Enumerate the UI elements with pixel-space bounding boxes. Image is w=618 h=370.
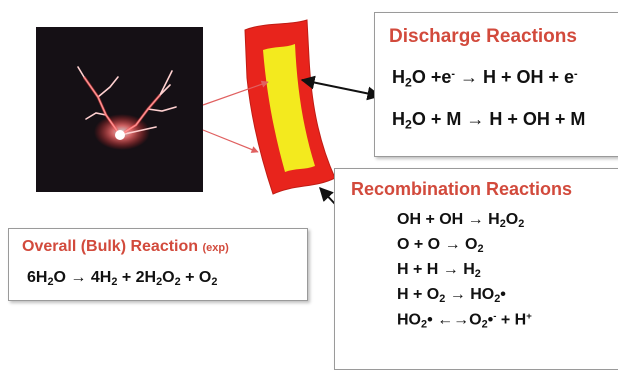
reaction-zone-ribbon [244, 19, 336, 195]
recombination-equation-4: H + O2 → HO2• [397, 286, 506, 306]
overall-equation: 6H2O → 4H2 + 2H2O2 + O2 [27, 269, 218, 289]
overall-reaction-box: Overall (Bulk) Reaction (exp) 6H2O → 4H2… [8, 228, 308, 301]
discharge-title: Discharge Reactions [389, 26, 577, 47]
discharge-reactions-box: Discharge Reactions H2O +e- → H + OH + e… [374, 12, 618, 157]
recombination-equation-5: HO2• ←→O2•- + H+ [397, 311, 532, 331]
recombination-reactions-box: Recombination Reactions OH + OH → H2O2 O… [334, 168, 618, 370]
plasma-discharge-image [77, 66, 177, 150]
recombination-equation-1: OH + OH → H2O2 [397, 211, 525, 231]
recombination-equation-3: H + H → H2 [397, 261, 481, 281]
discharge-equation-2: H2O + M → H + OH + M [392, 109, 586, 132]
recombination-title: Recombination Reactions [351, 179, 573, 199]
overall-exp-label: (exp) [202, 242, 229, 254]
discharge-equation-1: H2O +e- → H + OH + e- [392, 67, 578, 90]
recombination-equation-2: O + O → O2 [397, 236, 484, 256]
overall-title: Overall (Bulk) Reaction (exp) [22, 238, 229, 255]
discharge-photo [36, 27, 203, 192]
